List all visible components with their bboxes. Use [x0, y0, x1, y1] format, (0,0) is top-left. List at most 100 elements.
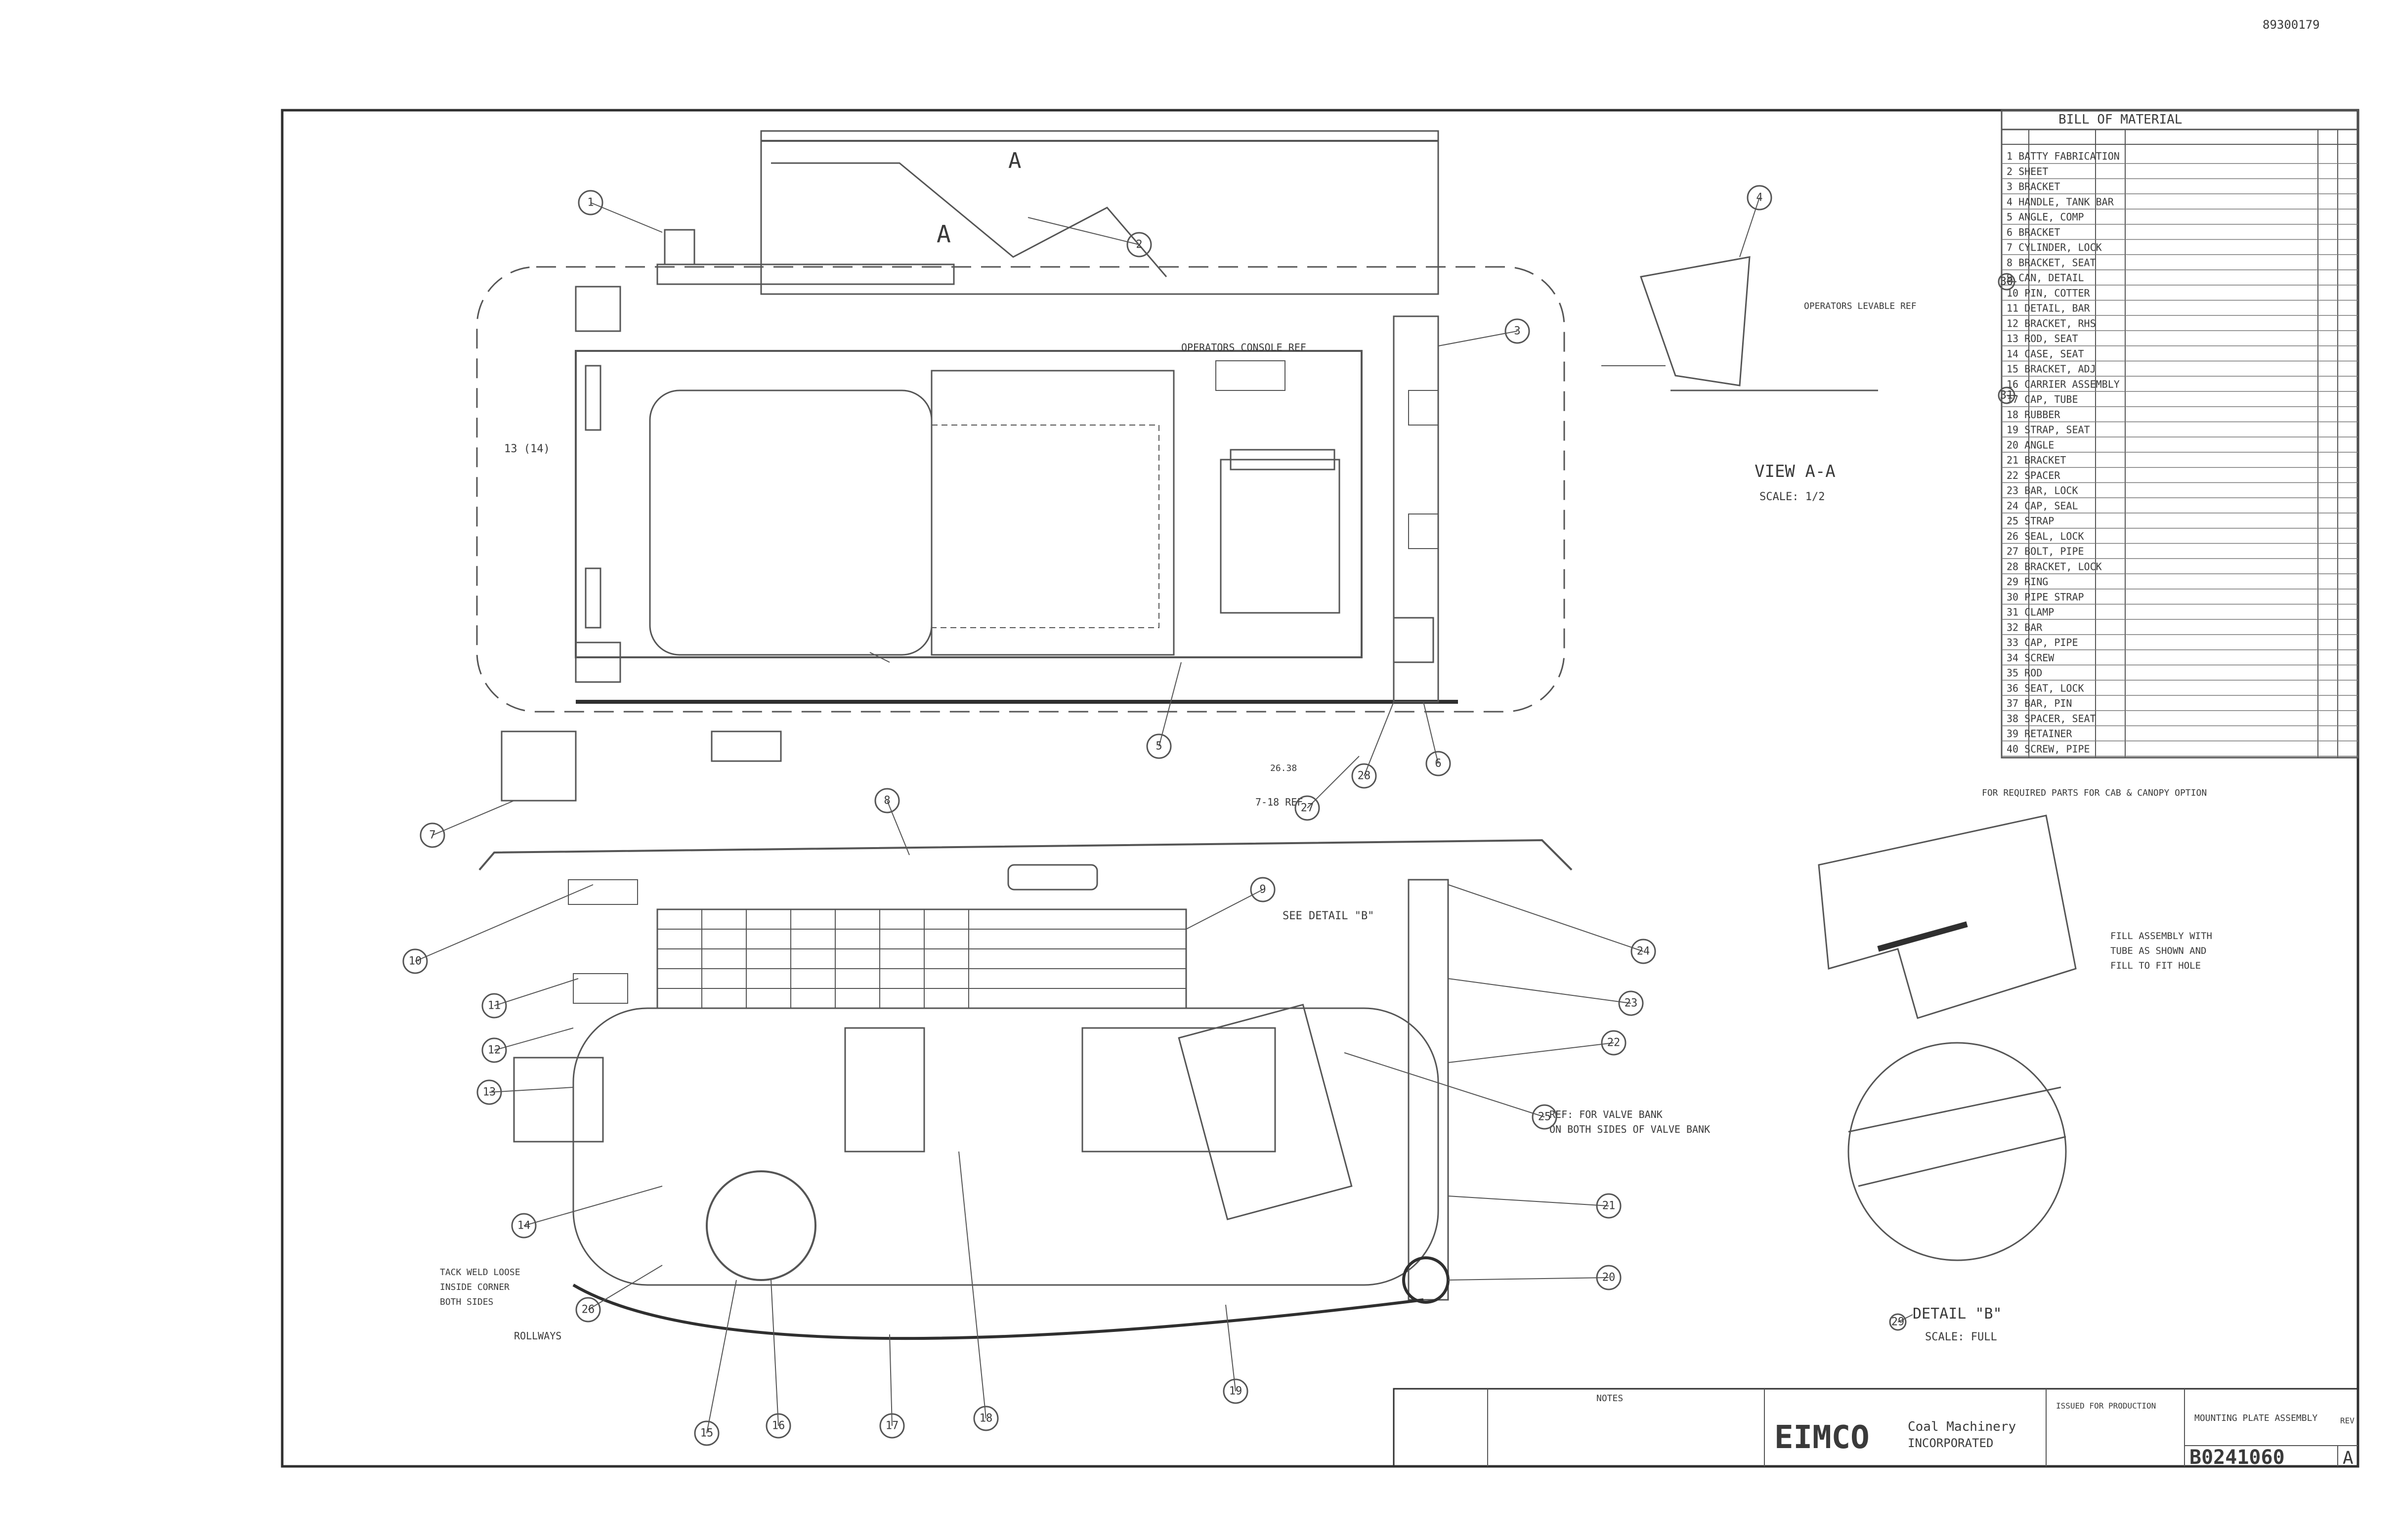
bom-row: 18 RUBBER	[2007, 409, 2060, 421]
svg-text:7: 7	[429, 829, 435, 842]
bom-row: 33 CAP, PIPE	[2007, 637, 2078, 648]
balloon: 9	[1186, 877, 1276, 930]
balloon: 29	[1889, 1313, 1913, 1331]
balloon: 17	[879, 1334, 905, 1439]
view-a-a: OPERATORS LEVABLE REF VIEW A-A SCALE: 1/…	[1601, 256, 1917, 503]
svg-text:29: 29	[1891, 1316, 1905, 1328]
balloon: 31	[1998, 386, 2016, 404]
bom-title: BILL OF MATERIAL	[2058, 112, 2182, 127]
detail-b: FOR REQUIRED PARTS FOR CAB & CANOPY OPTI…	[1818, 788, 2212, 1343]
drawing-number: B0241060	[2189, 1446, 2285, 1469]
balloon: 4	[1739, 185, 1772, 257]
bom-row: 39 RETAINER	[2007, 728, 2072, 740]
view-a-a-scale: SCALE: 1/2	[1759, 491, 1825, 503]
balloon: 19	[1223, 1304, 1248, 1404]
svg-text:8: 8	[884, 795, 890, 807]
balloon: 10	[402, 884, 594, 974]
title-block: NOTES EIMCO Coal Machinery INCORPORATED …	[1393, 1388, 2359, 1469]
svg-text:24: 24	[1637, 945, 1650, 958]
svg-text:1: 1	[587, 197, 594, 209]
detail-b-scale: SCALE: FULL	[1925, 1331, 1997, 1343]
svg-text:26: 26	[582, 1304, 595, 1316]
issue-label: ISSUED FOR PRODUCTION	[2056, 1401, 2156, 1411]
svg-text:4: 4	[1756, 192, 1762, 204]
balloon: 11	[481, 978, 579, 1019]
detail-note-3: FILL TO FIT HOLE	[2110, 960, 2201, 971]
svg-text:12: 12	[488, 1044, 501, 1057]
detail-note-2: TUBE AS SHOWN AND	[2110, 945, 2206, 956]
bom-row: 15 BRACKET, ADJ	[2007, 363, 2096, 375]
balloon: 6	[1423, 701, 1451, 776]
detail-b-title: DETAIL "B"	[1913, 1305, 2002, 1323]
bom-row: 10 PIN, COTTER	[2007, 287, 2091, 299]
bom-row: 34 SCREW	[2007, 652, 2055, 664]
balloon: 22	[1448, 1030, 1627, 1063]
bill-of-material: BILL OF MATERIAL 1 BATTY FABRICATION 2 SH…	[2001, 109, 2359, 759]
bom-row: 4 HANDLE, TANK BAR	[2007, 196, 2114, 208]
svg-text:2: 2	[1136, 239, 1142, 251]
svg-text:25: 25	[1538, 1111, 1551, 1123]
svg-text:14: 14	[517, 1220, 531, 1232]
svg-text:30: 30	[2000, 276, 2013, 288]
svg-text:31: 31	[2000, 389, 2013, 402]
top-view: OPERATORS CONSOLE REF A A 7-18 REF 26.38…	[476, 130, 1565, 808]
svg-text:13: 13	[483, 1086, 496, 1099]
drawing-title: MOUNTING PLATE ASSEMBLY	[2194, 1413, 2317, 1423]
svg-text:23: 23	[1625, 997, 1638, 1010]
bom-row: 19 STRAP, SEAT	[2007, 424, 2090, 436]
svg-text:11: 11	[488, 1000, 501, 1012]
balloon: 18	[958, 1151, 999, 1431]
svg-text:15: 15	[700, 1427, 714, 1440]
bom-rows: 1 BATTY FABRICATION 2 SHEET 3 BRACKET 4 HAN…	[2002, 150, 2358, 757]
bom-row: 28 BRACKET, LOCK	[2007, 560, 2102, 572]
operators-levable-ref-label: OPERATORS LEVABLE REF	[1804, 301, 1917, 311]
bom-row: 25 STRAP	[2007, 515, 2054, 527]
see-detail-b-label: SEE DETAIL "B"	[1283, 910, 1374, 922]
bom-row: 6 BRACKET	[2007, 226, 2060, 238]
svg-text:10: 10	[409, 955, 422, 968]
bom-row: 2 SHEET	[2007, 166, 2048, 177]
drawing-revision: A	[2343, 1448, 2354, 1468]
left-note-1: TACK WELD LOOSE	[440, 1267, 520, 1278]
bom-row: 16 CARRIER ASSEMBLY	[2007, 378, 2120, 390]
company-division-2: INCORPORATED	[1908, 1436, 1993, 1450]
bubble-ref-label: 13 (14)	[504, 443, 550, 455]
svg-text:6: 6	[1435, 758, 1441, 770]
bom-row: 8 BRACKET, SEAT	[2007, 257, 2096, 268]
balloon: 26	[575, 1265, 663, 1323]
balloon: 21	[1448, 1193, 1622, 1219]
bom-row: 11 DETAIL, BAR	[2007, 302, 2091, 314]
bom-row: 31 CLAMP	[2007, 606, 2054, 618]
svg-text:20: 20	[1602, 1272, 1616, 1284]
bom-row: 38 SPACER, SEAT	[2007, 713, 2096, 725]
bom-row: 27 BOLT, PIPE	[2007, 546, 2084, 557]
bom-row: 20 ANGLE	[2007, 439, 2054, 451]
balloon: 25	[1344, 1052, 1557, 1130]
bom-row: 40 SCREW, PIPE	[2007, 743, 2090, 755]
svg-text:3: 3	[1514, 325, 1520, 338]
valve-bank-note-2: ON BOTH SIDES OF VALVE BANK	[1549, 1123, 1710, 1135]
dim-ref-label: 26.38	[1270, 763, 1297, 773]
balloon: 28	[1351, 701, 1394, 789]
left-note-4: ROLLWAYS	[514, 1330, 561, 1342]
balloon: 5	[1146, 662, 1182, 759]
balloon: 3	[1438, 318, 1530, 346]
operators-console-ref-label: OPERATORS CONSOLE REF	[1181, 342, 1306, 353]
svg-text:5: 5	[1156, 740, 1162, 753]
bom-row: 30 PIPE STRAP	[2007, 591, 2084, 603]
balloon	[869, 652, 890, 663]
svg-text:16: 16	[772, 1420, 785, 1432]
balloon: 23	[1448, 978, 1644, 1016]
bom-row: 37 BAR, PIN	[2007, 697, 2072, 709]
bom-row: 3 BRACKET	[2007, 181, 2060, 193]
bom-row: 35 ROD	[2007, 667, 2042, 679]
balloon: 16	[766, 1280, 791, 1439]
bom-row: 1 BATTY FABRICATION	[2007, 150, 2120, 162]
company-division-1: Coal Machinery	[1908, 1419, 2016, 1434]
svg-text:21: 21	[1602, 1200, 1616, 1212]
balloon: 20	[1448, 1265, 1622, 1290]
left-note-2: INSIDE CORNER	[440, 1282, 510, 1292]
bom-row: 17 CAP, TUBE	[2007, 393, 2078, 405]
bom-row: 14 CASE, SEAT	[2007, 348, 2084, 360]
bom-row: 36 SEAT, LOCK	[2007, 682, 2084, 694]
